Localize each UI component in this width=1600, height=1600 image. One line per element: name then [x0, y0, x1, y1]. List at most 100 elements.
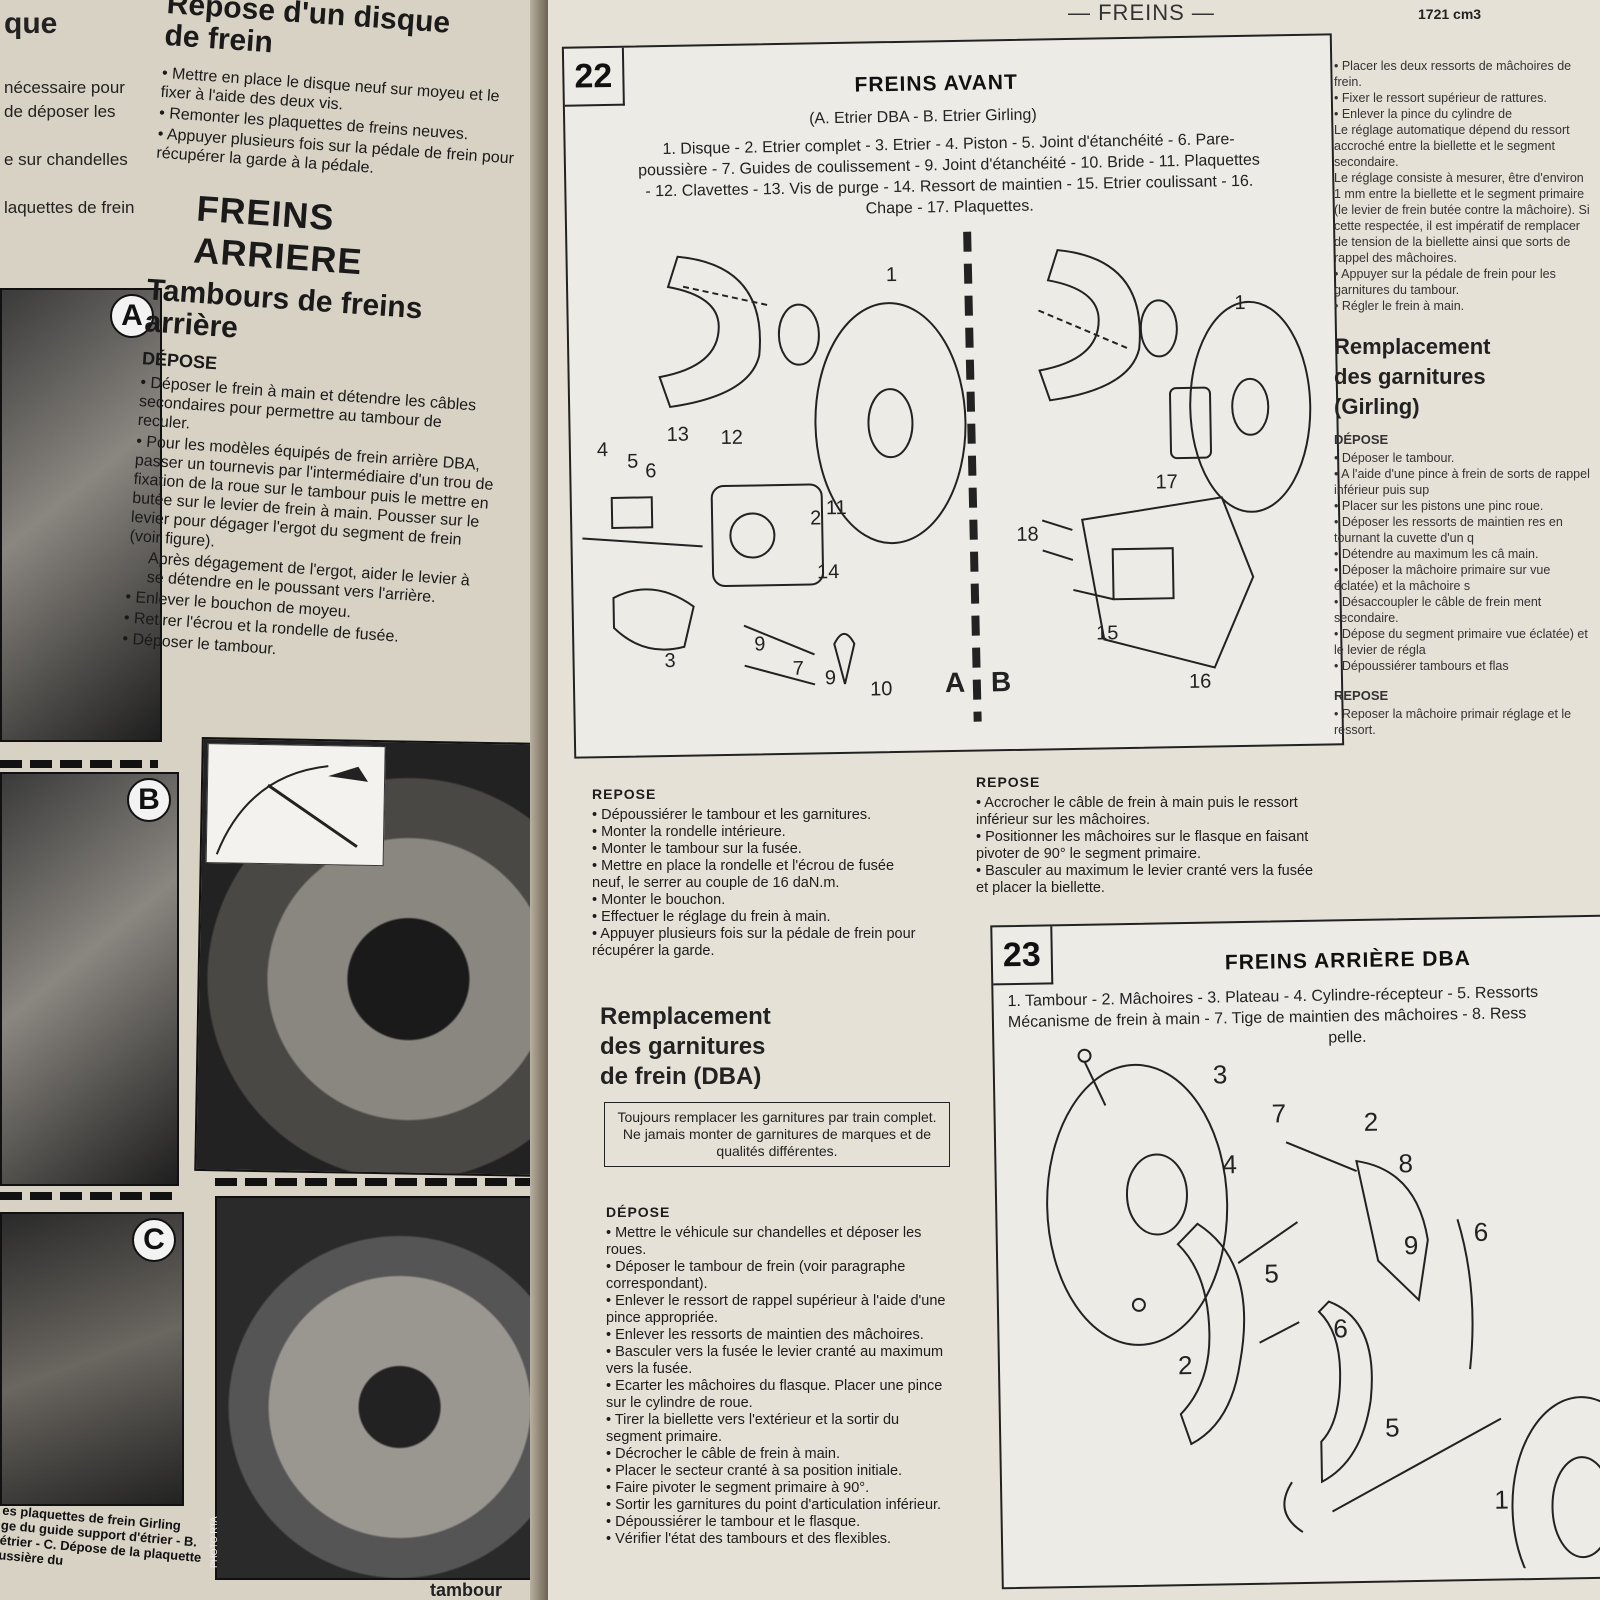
- callout-2: 2: [810, 507, 822, 529]
- heading-line: Remplacement: [600, 1003, 771, 1030]
- bullet: • Placer sur les pistons une pinc roue.: [1334, 499, 1544, 513]
- bullet: • Placer le secteur cranté à sa position…: [606, 1463, 903, 1479]
- callout-11: 11: [826, 497, 847, 519]
- callout-9a: 9: [754, 633, 766, 655]
- right-page: — FREINS — 1721 cm3 22 FREINS AVANT (A. …: [548, 0, 1600, 1600]
- tool-inset-svg: [215, 765, 369, 855]
- repose-label: REPOSE: [592, 786, 657, 802]
- strip-line: de déposer les: [4, 102, 116, 121]
- bullet: • Monter le tambour sur la fusée.: [592, 841, 802, 857]
- strip-heading-fragment: que: [4, 7, 58, 40]
- figure-title: FREINS AVANT: [854, 70, 1019, 97]
- callout-16: 16: [1189, 671, 1212, 693]
- bullet: • Fixer le ressort supérieur de rattures…: [1334, 91, 1547, 105]
- callout-2: 2: [1363, 1107, 1378, 1137]
- bullet: • Placer les deux ressorts de mâchoires …: [1334, 59, 1572, 89]
- repose-section-right: REPOSE • Accrocher le câble de frein à m…: [976, 774, 1321, 897]
- photo-credit: PHOTO RTA: [209, 1516, 219, 1568]
- figure-23: 23 FREINS ARRIÈRE DBA 1. Tambour - 2. Mâ…: [990, 914, 1600, 1590]
- strip-text: que nécessaire pour de déposer les e sur…: [0, 0, 160, 220]
- heading-line: Remplacement: [1334, 334, 1491, 359]
- figure-number: 22: [563, 47, 625, 107]
- callout-15: 15: [1096, 622, 1119, 644]
- rear-brake-exploded-view: 3 4 7 2 8 9 6 5 6 2 5 1: [1046, 1048, 1600, 1578]
- depose-label: DÉPOSE: [1334, 432, 1389, 447]
- callout-13: 13: [666, 424, 689, 446]
- dba-depose-section: DÉPOSE • Mettre le véhicule sur chandell…: [606, 1204, 958, 1548]
- repose-label: REPOSE: [1334, 688, 1389, 703]
- callout-7: 7: [1271, 1098, 1286, 1128]
- far-right-column: • Placer les deux ressorts de mâchoires …: [1334, 58, 1594, 738]
- bullet: • Pour les modèles équipés de frein arri…: [129, 432, 494, 551]
- bullet: Le réglage consiste à mesurer, être d'en…: [1334, 171, 1590, 265]
- bullet: • Accrocher le câble de frein à main pui…: [976, 795, 1298, 828]
- figure-22: 22 FREINS AVANT (A. Etrier DBA - B. Etri…: [561, 33, 1345, 759]
- bullet: • Dépose du segment primaire vue éclatée…: [1334, 627, 1588, 657]
- callout-6: 6: [645, 460, 657, 482]
- callout-1-b: 1: [1234, 292, 1246, 314]
- heading-line: de frein (DBA): [600, 1063, 762, 1090]
- bullet: • Monter le bouchon.: [592, 892, 726, 908]
- callout-14: 14: [817, 561, 840, 583]
- figure-title: FREINS ARRIÈRE DBA: [1224, 947, 1472, 975]
- bullet: • Appuyer plusieurs fois sur la pédale d…: [592, 926, 916, 959]
- depose-bullets: • Déposer le frein à main et détendre le…: [122, 373, 500, 673]
- callout-6-b: 6: [1333, 1313, 1348, 1343]
- left-main-column: Repose d'un disque de frein • Mettre en …: [122, 0, 527, 675]
- figure-subtitle: (A. Etrier DBA - B. Etrier Girling): [808, 106, 1037, 128]
- bullet: • A l'aide d'une pince à frein de sorts …: [1334, 467, 1590, 497]
- photo-a: A: [0, 288, 162, 742]
- callout-8: 8: [1398, 1148, 1413, 1178]
- bullet: • Vérifier l'état des tambours et des fl…: [606, 1531, 892, 1547]
- bullet: • Enlever la pince du cylindre de: [1334, 107, 1513, 121]
- dash-divider: [0, 1192, 175, 1200]
- dash-divider: [0, 760, 158, 768]
- depose-label: DÉPOSE: [606, 1204, 671, 1220]
- bottom-fragment: tambour: [430, 1580, 502, 1600]
- callout-5-b: 5: [1385, 1412, 1400, 1442]
- callout-18: 18: [1016, 524, 1039, 546]
- repose-label: REPOSE: [976, 774, 1041, 790]
- photo-c: C: [0, 1212, 184, 1506]
- bullet: • Dépoussiérer le tambour et les garnitu…: [592, 807, 872, 823]
- strip-line: laquettes de frein: [4, 198, 135, 217]
- dash-divider: [215, 1178, 545, 1186]
- bullet: • Déposer les ressorts de maintien res e…: [1334, 515, 1563, 545]
- bullet: • Ecarter les mâchoires du flasque. Plac…: [606, 1378, 943, 1411]
- callout-12: 12: [721, 427, 744, 449]
- left-strip-column: que nécessaire pour de déposer les e sur…: [0, 0, 202, 1600]
- callout-10: 10: [870, 678, 893, 700]
- side-a-label: A: [945, 667, 966, 698]
- bullet: • Basculer au maximum le levier cranté v…: [976, 863, 1314, 896]
- drum-removal-photo: PHOTO RTA: [209, 1196, 545, 1580]
- callout-3: 3: [664, 650, 676, 672]
- running-head-right: 1721 cm3: [1418, 6, 1482, 22]
- bullet: • Dépoussiérer tambours et flas: [1334, 659, 1509, 673]
- heading-line: des garnitures: [600, 1033, 766, 1060]
- drum-photo: [194, 736, 545, 1178]
- left-page: que nécessaire pour de déposer les e sur…: [0, 0, 545, 1600]
- callout-5: 5: [1264, 1258, 1279, 1288]
- front-brake-exploded-view: 1 2 3 4 5 6 7 9 9 10 11 12 13 14 1 15 16…: [582, 231, 1312, 722]
- bullet: • Reposer la mâchoire primair réglage et…: [1334, 707, 1572, 737]
- bullet: • Détendre au maximum les câ main.: [1334, 547, 1539, 561]
- photo-b: B: [0, 772, 179, 1186]
- photo-caption: es plaquettes de frein Girling ge du gui…: [0, 1503, 222, 1582]
- running-head: — FREINS —: [1068, 0, 1215, 25]
- callout-6: 6: [1473, 1217, 1488, 1247]
- repose-disque-bullets: • Mettre en place le disque neuf sur moy…: [156, 64, 522, 188]
- callout-1: 1: [886, 264, 898, 286]
- bullet: • Déposer la mâchoire primaire sur vue é…: [1334, 563, 1551, 593]
- strip-line: e sur chandelles: [4, 150, 128, 169]
- heading-line: des garnitures: [1334, 364, 1486, 389]
- side-b-label: B: [991, 666, 1012, 697]
- callout-5: 5: [627, 451, 639, 473]
- repose-disque-heading: Repose d'un disque de frein: [164, 0, 528, 77]
- figure-number: 23: [992, 926, 1054, 986]
- repose-section-left: REPOSE • Dépoussiérer le tambour et les …: [592, 786, 922, 960]
- bullet: • Effectuer le réglage du frein à main.: [592, 909, 831, 925]
- bullet: • Enlever le ressort de rappel supérieur…: [606, 1293, 946, 1326]
- bullet: • Tirer la biellette vers l'extérieur et…: [606, 1412, 900, 1445]
- bullet: Le réglage automatique dépend du ressort…: [1334, 123, 1570, 169]
- girling-heading: Remplacement des garnitures (Girling): [1334, 332, 1594, 422]
